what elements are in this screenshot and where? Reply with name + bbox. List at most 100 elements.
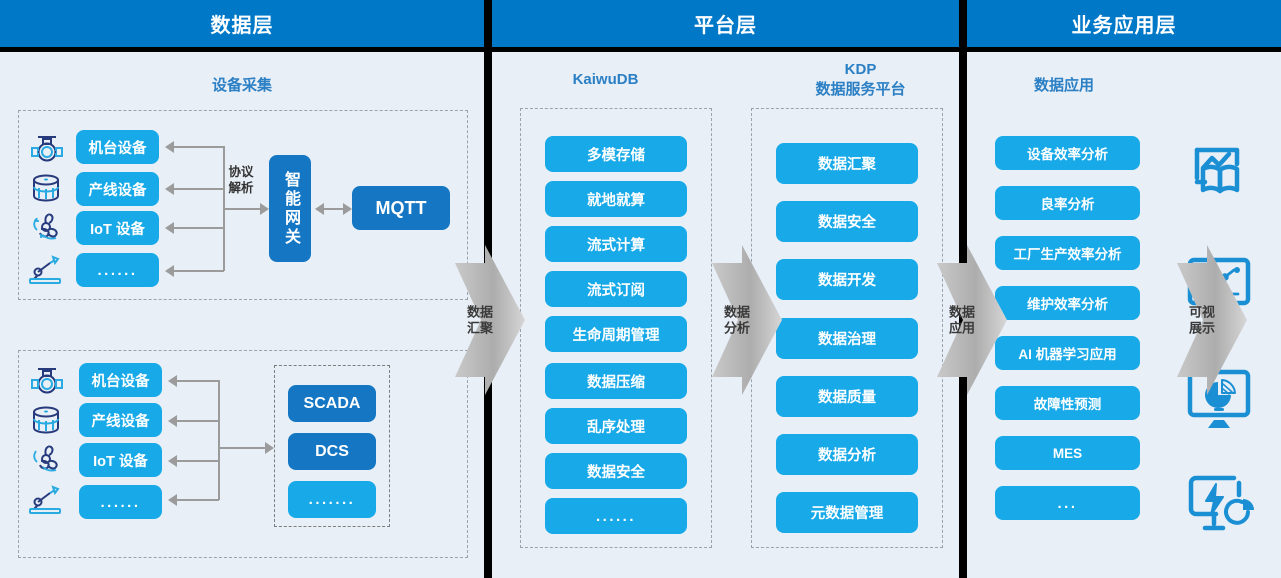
section-title-kdp: KDP 数据服务平台 <box>627 60 1094 99</box>
connector-label-line2: 应用 <box>948 320 975 335</box>
layer-panel-platform: 平台层 KaiwuDB KDP 数据服务平台 多模存储 就地就算 流式计算 流式… <box>492 0 959 578</box>
systems-branch-line <box>177 420 219 422</box>
robot-arm-icon <box>26 478 66 518</box>
connector-label-line2: 分析 <box>723 320 750 335</box>
device-group-top-box <box>18 110 468 300</box>
layer-panel-app: 业务应用层 数据应用 设备效率分析 良率分析 工厂生产效率分析 维护效率分析 A… <box>967 0 1281 578</box>
kdp-title-line1: KDP <box>844 61 877 78</box>
tank-icon <box>26 168 66 208</box>
app-item[interactable]: 工厂生产效率分析 <box>995 236 1140 270</box>
kaiwudb-item[interactable]: 乱序处理 <box>545 408 687 444</box>
valve-icon <box>26 360 66 400</box>
kdp-title-line2: 数据服务平台 <box>815 80 906 98</box>
gateway-inbound-line <box>223 208 261 210</box>
arrowhead-icon <box>168 375 177 387</box>
chart-book-icon <box>1187 138 1253 200</box>
app-item[interactable]: 良率分析 <box>995 186 1140 220</box>
gateway-broker-line <box>318 208 344 210</box>
section-title-device-collection: 设备采集 <box>211 77 272 94</box>
layer-panel-data: 数据层 设备采集 <box>0 0 484 578</box>
connector-label-line2: 展示 <box>1188 320 1215 335</box>
systems-branch-line <box>177 499 219 501</box>
device-pill[interactable]: IoT 设备 <box>76 211 159 245</box>
systems-inbound-line <box>218 447 266 449</box>
turbine-icon <box>26 438 66 478</box>
systems-bus-line <box>218 380 220 500</box>
dcs-pill[interactable]: DCS <box>288 433 376 470</box>
kdp-item[interactable]: 元数据管理 <box>776 492 918 533</box>
kaiwudb-item[interactable]: 数据压缩 <box>545 363 687 399</box>
kdp-item[interactable]: 数据开发 <box>776 259 918 300</box>
app-item[interactable]: AI 机器学习应用 <box>995 336 1140 370</box>
kaiwudb-item[interactable]: 就地就算 <box>545 181 687 217</box>
kdp-item[interactable]: 数据分析 <box>776 434 918 475</box>
device-pill[interactable]: ...... <box>76 253 159 287</box>
mqtt-box[interactable]: MQTT <box>352 186 450 230</box>
app-item[interactable]: MES <box>995 436 1140 470</box>
connector-label-line1: 数据 <box>948 304 975 320</box>
kaiwudb-item[interactable]: 多模存储 <box>545 136 687 172</box>
app-item[interactable]: 设备效率分析 <box>995 136 1140 170</box>
protocol-branch-line <box>174 146 224 148</box>
connector-label-line1: 数据 <box>723 304 750 320</box>
arrowhead-icon <box>343 203 352 215</box>
kaiwudb-item[interactable]: ...... <box>545 498 687 534</box>
connector-label-line2: 汇聚 <box>466 320 493 335</box>
turbine-icon <box>26 206 66 246</box>
arrowhead-icon <box>168 455 177 467</box>
arrowhead-icon <box>260 203 269 215</box>
control-systems-box <box>274 365 390 527</box>
kdp-item[interactable]: 数据汇聚 <box>776 143 918 184</box>
app-item[interactable]: 维护效率分析 <box>995 286 1140 320</box>
tank-icon <box>26 400 66 440</box>
protocol-parse-line1: 协议 <box>228 165 254 179</box>
arrowhead-icon <box>165 222 174 234</box>
arrowhead-icon <box>168 415 177 427</box>
valve-icon <box>26 128 66 168</box>
device-pill[interactable]: 机台设备 <box>79 363 162 397</box>
header-rule <box>492 47 959 52</box>
scada-pill[interactable]: SCADA <box>288 385 376 422</box>
kdp-item[interactable]: 数据治理 <box>776 318 918 359</box>
connector-label: 数据 应用 <box>939 304 985 335</box>
layer-header-app: 业务应用层 <box>967 0 1281 47</box>
smart-gateway-box[interactable]: 智能网关 <box>269 155 311 262</box>
section-title-kaiwudb: KaiwuDB <box>572 71 639 88</box>
kaiwudb-item[interactable]: 生命周期管理 <box>545 316 687 352</box>
connector-data-aggregation: 数据 汇聚 <box>455 245 525 395</box>
kaiwudb-item[interactable]: 流式订阅 <box>545 271 687 307</box>
layer-header-data: 数据层 <box>0 0 484 47</box>
connector-label: 可视 展示 <box>1179 304 1225 335</box>
device-pill[interactable]: 产线设备 <box>79 403 162 437</box>
kdp-item[interactable]: 数据安全 <box>776 201 918 242</box>
systems-branch-line <box>177 460 219 462</box>
connector-visualization: 可视 展示 <box>1177 245 1247 395</box>
kdp-item[interactable]: 数据质量 <box>776 376 918 417</box>
connector-label-line1: 数据 <box>466 304 493 320</box>
connector-label: 数据 分析 <box>714 304 760 335</box>
header-rule <box>0 47 484 52</box>
connector-data-application: 数据 应用 <box>937 245 1007 395</box>
arrowhead-icon <box>165 141 174 153</box>
kaiwudb-item[interactable]: 数据安全 <box>545 453 687 489</box>
app-item[interactable]: ... <box>995 486 1140 520</box>
header-rule <box>967 47 1281 52</box>
protocol-branch-line <box>174 188 224 190</box>
device-pill[interactable]: 机台设备 <box>76 130 159 164</box>
energy-monitor-icon <box>1182 470 1258 540</box>
layer-header-platform: 平台层 <box>492 0 959 47</box>
app-item[interactable]: 故障性预测 <box>995 386 1140 420</box>
protocol-parse-line2: 解析 <box>228 180 254 195</box>
kaiwudb-item[interactable]: 流式计算 <box>545 226 687 262</box>
arrowhead-icon <box>165 265 174 277</box>
other-systems-pill[interactable]: ....... <box>288 481 376 518</box>
connector-data-analysis: 数据 分析 <box>712 245 782 395</box>
connector-label: 数据 汇聚 <box>457 304 503 335</box>
protocol-branch-line <box>174 270 224 272</box>
protocol-branch-line <box>174 227 224 229</box>
device-pill[interactable]: IoT 设备 <box>79 443 162 477</box>
robot-arm-icon <box>26 248 66 288</box>
device-pill[interactable]: 产线设备 <box>76 172 159 206</box>
systems-branch-line <box>177 380 219 382</box>
device-pill[interactable]: ...... <box>79 485 162 519</box>
